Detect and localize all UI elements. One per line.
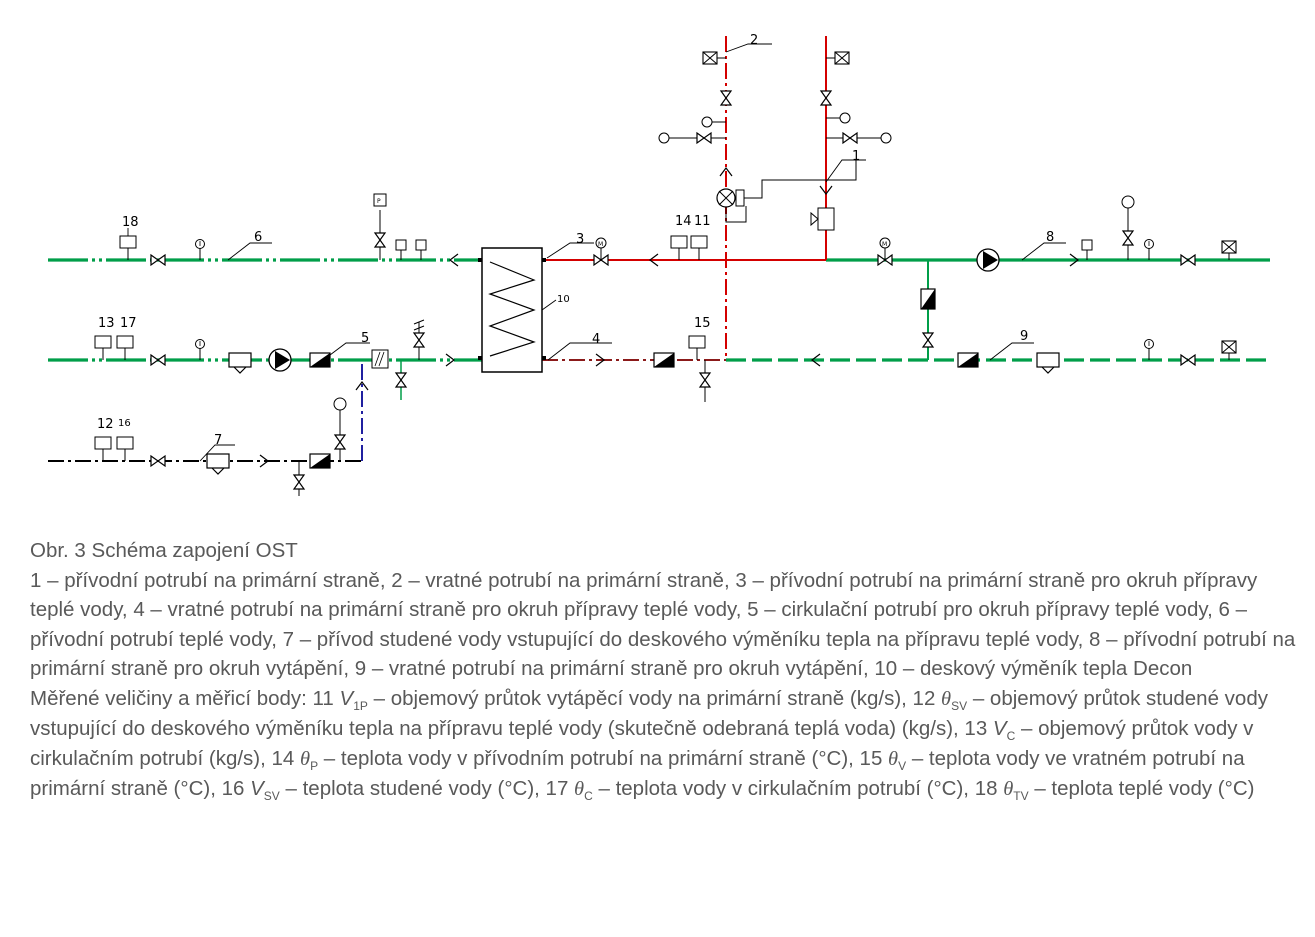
label-15: 15: [694, 316, 711, 331]
label-4: 4: [592, 332, 600, 347]
label-12: 12: [97, 417, 114, 432]
label-6: 6: [254, 230, 262, 245]
label-7: 7: [214, 433, 222, 448]
label-2: 2: [750, 33, 758, 48]
motor-valve-label: M: [598, 241, 603, 248]
label-18: 18: [122, 215, 139, 230]
label-5: 5: [361, 331, 369, 346]
label-17: 17: [120, 316, 137, 331]
flow-arrows: [259, 167, 1079, 468]
label-16: 16: [118, 418, 131, 429]
pipe5-equipment: [94, 319, 425, 400]
connection-schematic: 2 1 3 4 5 6 7 8 9 10 11 12 13 14 15 16 1…: [48, 33, 1270, 496]
pipe9-equipment: [920, 288, 1237, 374]
pipe8-equipment: [877, 195, 1237, 272]
primary-riser-equipment: [658, 51, 892, 231]
plate-heat-exchanger: [478, 247, 546, 373]
label-11: 11: [694, 214, 711, 229]
label-14: 14: [675, 214, 692, 229]
leader-lines: [127, 43, 1066, 462]
pressure-gauge-label: P: [377, 198, 381, 205]
label-1: 1: [852, 149, 860, 164]
pipe6-equipment: [119, 193, 427, 266]
figure-caption: Obr. 3 Schéma zapojení OST 1 – přívodní …: [30, 536, 1305, 805]
label-3: 3: [576, 232, 584, 247]
pipe7-equipment: [94, 397, 347, 496]
motor-valve-label-2: M: [882, 241, 887, 248]
label-8: 8: [1046, 230, 1054, 245]
primary-dhw-equipment: [593, 235, 711, 402]
diagram-labels: 2 1 3 4 5 6 7 8 9 10 11 12 13 14 15 16 1…: [97, 33, 1054, 448]
caption-legend: 1 – přívodní potrubí na primární straně,…: [30, 568, 1296, 681]
label-9: 9: [1020, 329, 1028, 344]
caption-measurements: Měřené veličiny a měřicí body: 11 V1P – …: [30, 686, 1268, 803]
label-10: 10: [557, 294, 570, 305]
caption-title: Obr. 3 Schéma zapojení OST: [30, 539, 298, 562]
label-13: 13: [98, 316, 115, 331]
